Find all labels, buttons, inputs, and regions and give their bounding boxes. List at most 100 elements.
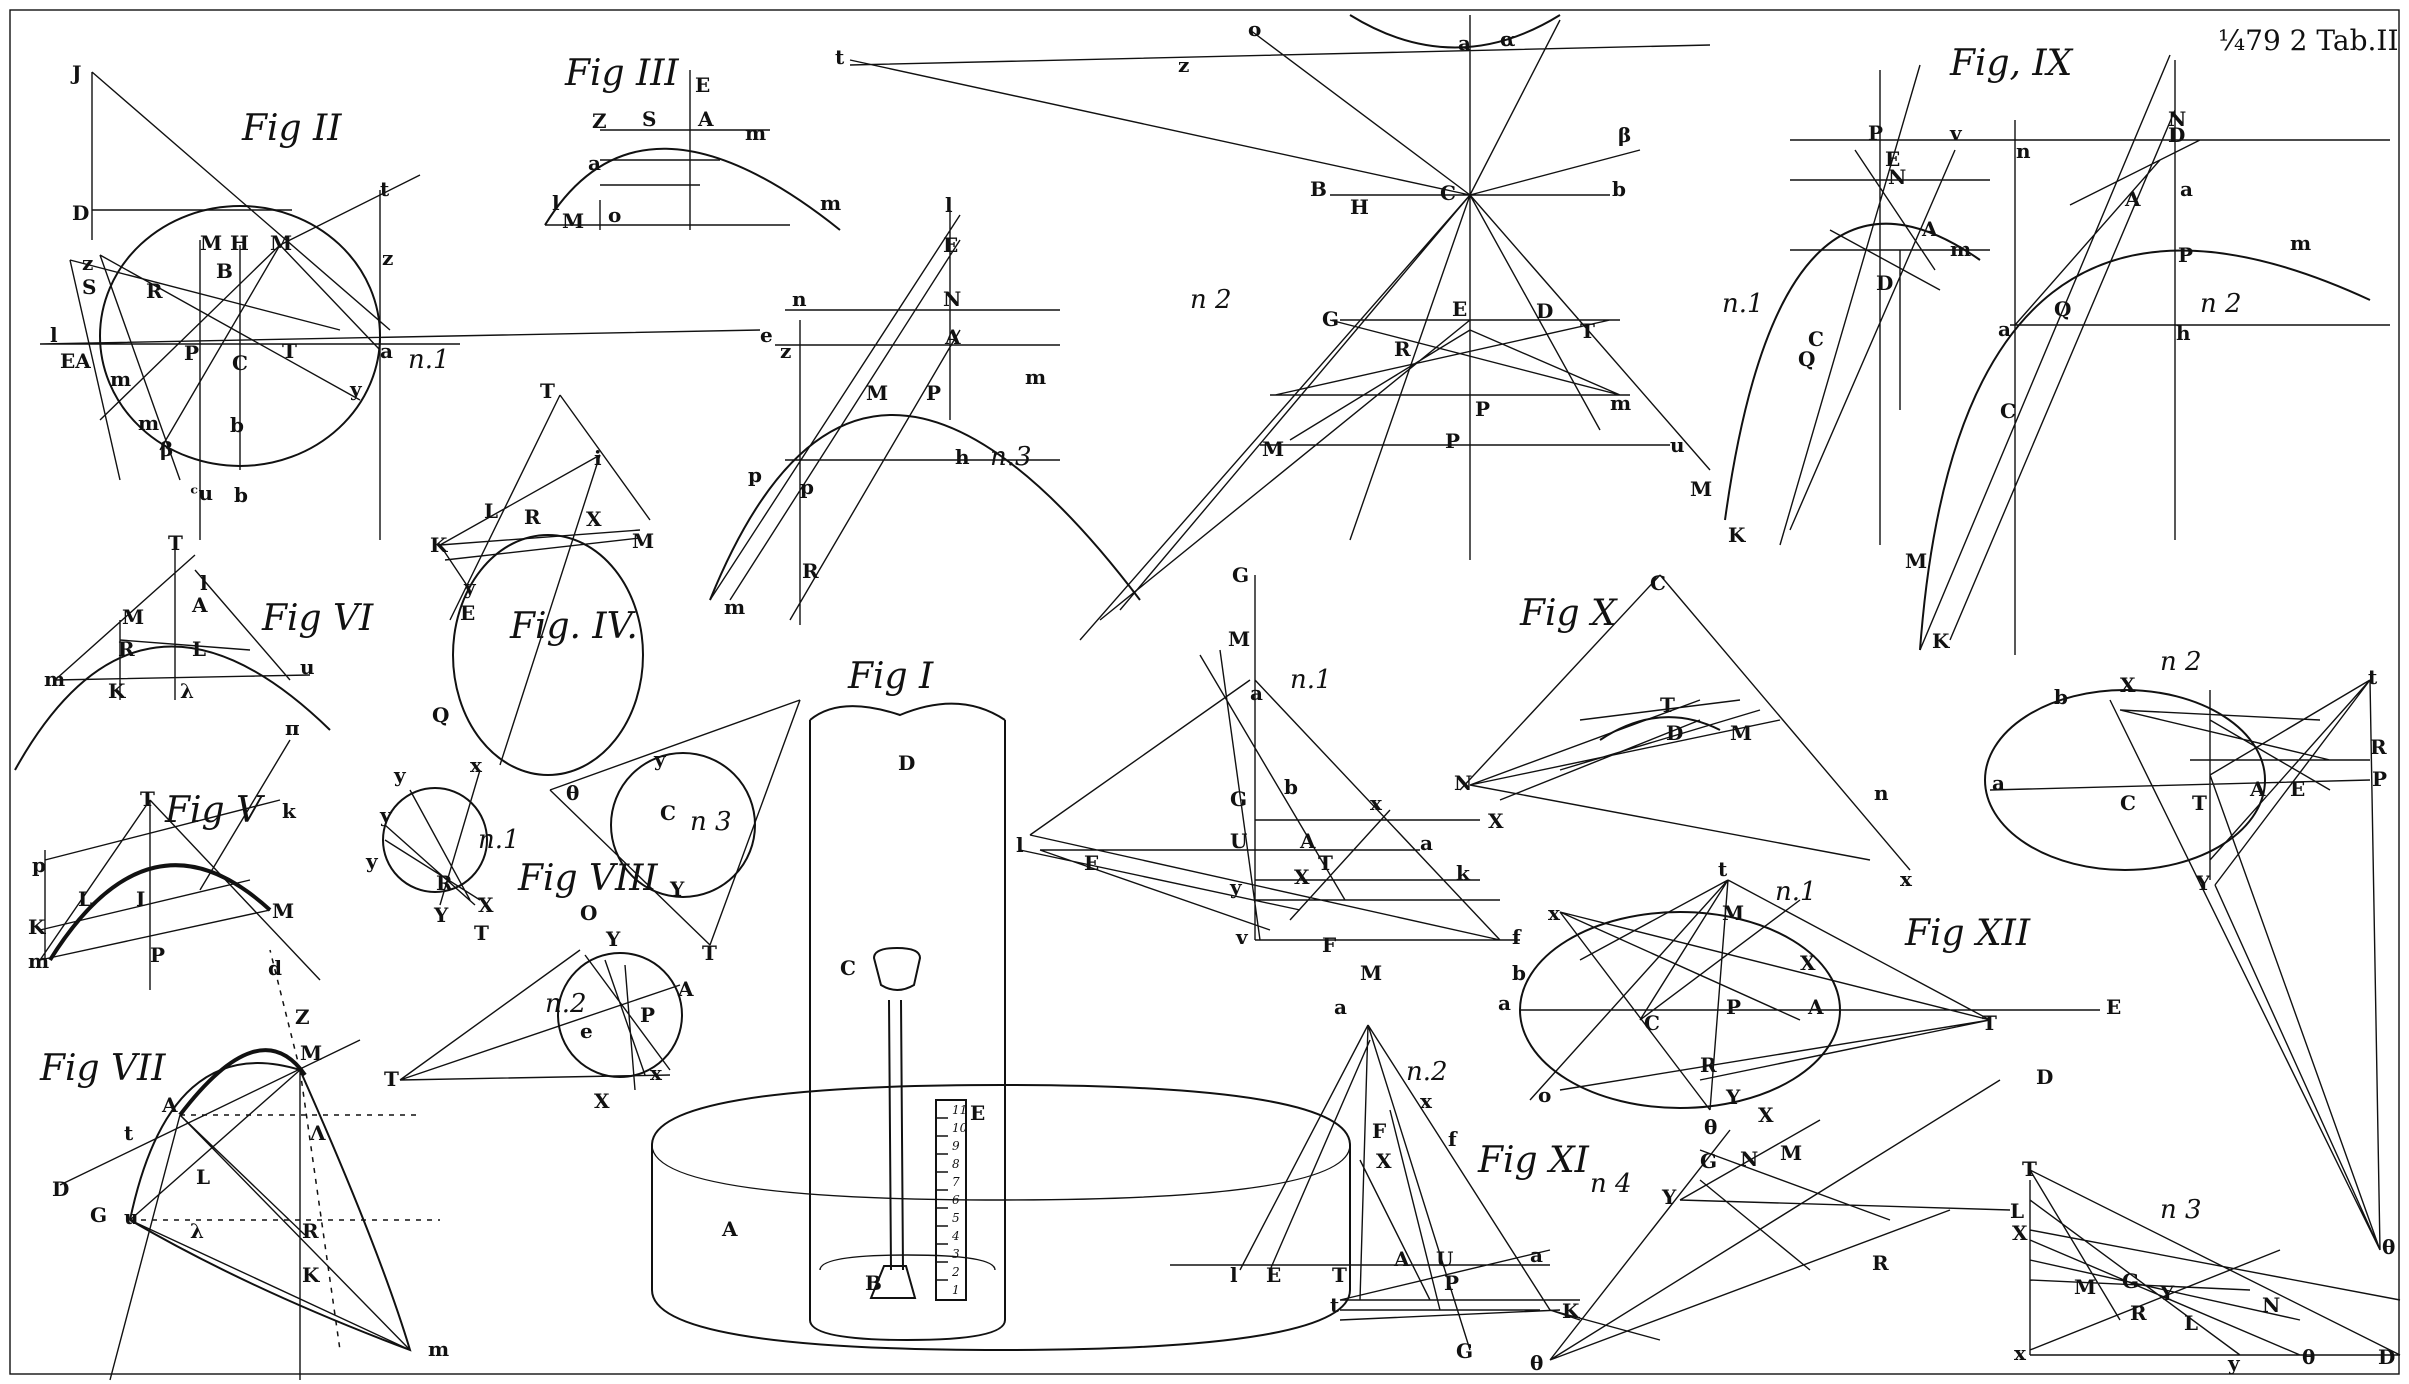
figure-3: Fig III n.3 E Z S A m a l M o m l E N n … (544, 53, 1141, 625)
fig11-label: R (1872, 1251, 1889, 1275)
fig3-label: m (724, 595, 745, 619)
fig4-label: L (484, 499, 498, 523)
fig2-label: T (282, 339, 297, 363)
fig12-label: R (2370, 735, 2387, 759)
fig6-label: K (108, 679, 126, 703)
fig11-label: X (1376, 1149, 1392, 1173)
plate-border (9, 9, 2400, 1375)
fig2-label: D (72, 201, 89, 225)
fig8-label: P (640, 1003, 655, 1027)
fig3-label: m (1025, 365, 1046, 389)
fig10-label: D (1666, 721, 1683, 745)
fig2-label: β (160, 437, 173, 461)
fig12-label: a (1992, 771, 2005, 795)
fig3-label: M (866, 381, 888, 405)
fig12-label: θ (2302, 1345, 2315, 1369)
fig7-label: m (428, 1337, 449, 1361)
fig9-label: C (1440, 181, 1456, 205)
fig3-label: n (792, 287, 807, 311)
fig12-label: A (1807, 995, 1824, 1019)
fig9-label: u (1670, 433, 1685, 457)
fig12-label: E (2290, 777, 2305, 801)
fig7-title: Fig VII (39, 1048, 166, 1089)
fig2-label: ᶜu (190, 481, 213, 505)
fig12-label: X (2012, 1221, 2028, 1245)
fig8-label: Y (669, 877, 685, 901)
fig9-label: A (2124, 187, 2141, 211)
fig9-label: E (1452, 297, 1467, 321)
fig1-scale-mark: 11 (952, 1103, 967, 1117)
fig2-label: b (234, 483, 248, 507)
fig10-label: F (1322, 933, 1336, 957)
fig5-title: Fig V (164, 790, 266, 831)
fig12-label: G (2122, 1269, 2139, 1293)
fig1-scale-mark: 2 (951, 1265, 960, 1279)
fig10-label: T (1660, 693, 1675, 717)
fig12-label: t (1718, 857, 1728, 881)
fig9-title: Fig, IX (1949, 43, 2074, 84)
fig11-label: F (1372, 1119, 1386, 1143)
fig8-label: y (393, 763, 407, 787)
fig8-label: R (436, 871, 453, 895)
fig11-label: U (1436, 1247, 1453, 1271)
fig9-label: m (2290, 231, 2311, 255)
fig12-label: R (1700, 1053, 1717, 1077)
fig5-label: π (285, 716, 300, 740)
fig3-label: l (945, 193, 953, 217)
fig7-label: d (268, 956, 282, 980)
fig10-label: n (1874, 781, 1889, 805)
fig1-scale-mark: 10 (952, 1121, 968, 1135)
fig1-scale-mark: 4 (951, 1229, 960, 1243)
figure-6: Fig VI T l M A R L m K λ u (14, 531, 374, 771)
fig12-label: x (2014, 1341, 2027, 1365)
fig12-label: t (2368, 665, 2378, 689)
fig10-label: b (1284, 775, 1298, 799)
fig9-label: D (1876, 271, 1893, 295)
fig9-label: a (1998, 317, 2011, 341)
fig11-label: K (1562, 1299, 1580, 1323)
fig12-title: Fig XII (1904, 913, 2031, 954)
fig3-label: m (745, 121, 766, 145)
fig4-label: i (594, 446, 602, 470)
fig9-label: Q (1798, 347, 1815, 371)
fig3-label: a (588, 151, 601, 175)
fig10-label: M (1228, 627, 1250, 651)
fig11-label: A (1393, 1247, 1410, 1271)
fig1-label: A (721, 1217, 738, 1241)
fig3-label: N (943, 287, 961, 311)
fig2-label: J (70, 61, 81, 85)
figure-5: Fig V T π k p L I K M m P (28, 716, 321, 990)
fig9-label: o (1248, 17, 1261, 41)
fig2-label: H (230, 231, 249, 255)
fig5-label: m (28, 949, 49, 973)
figure-8: Fig VIII n.1 n.2 n 3 y x y y R X Y T O Y… (365, 699, 801, 1113)
fig3-label: p (748, 463, 762, 487)
fig11-label: D (2036, 1065, 2053, 1089)
fig12-label: b (1512, 961, 1526, 985)
fig9-label: z (1178, 53, 1189, 77)
fig3-label: A (944, 325, 961, 349)
fig1-label: C (840, 956, 856, 980)
fig12-label: T (2192, 791, 2207, 815)
fig2-label: z (82, 251, 93, 275)
fig5-label: P (150, 943, 165, 967)
fig6-label: u (300, 655, 315, 679)
fig1-scale-mark: 9 (952, 1139, 960, 1153)
fig7-label: R (302, 1219, 319, 1243)
fig9-label: h (2176, 321, 2191, 345)
fig9-label: N (1888, 165, 1906, 189)
fig8-label: y (653, 747, 667, 771)
fig8-label: T (474, 921, 489, 945)
fig8-label: T (384, 1067, 399, 1091)
fig8-label: Y (433, 903, 449, 927)
fig3-label: l (552, 191, 560, 215)
fig9-label: N (2168, 107, 2186, 131)
fig10-label: X (1294, 865, 1310, 889)
fig9-label: M (1262, 437, 1284, 461)
fig11-label: T (1332, 1263, 1347, 1287)
fig7-label: A (161, 1093, 178, 1117)
fig3-label: z (780, 339, 791, 363)
fig4-label: K (430, 533, 448, 557)
fig2-title: Fig II (241, 108, 342, 149)
fig12-label: R (2130, 1301, 2147, 1325)
